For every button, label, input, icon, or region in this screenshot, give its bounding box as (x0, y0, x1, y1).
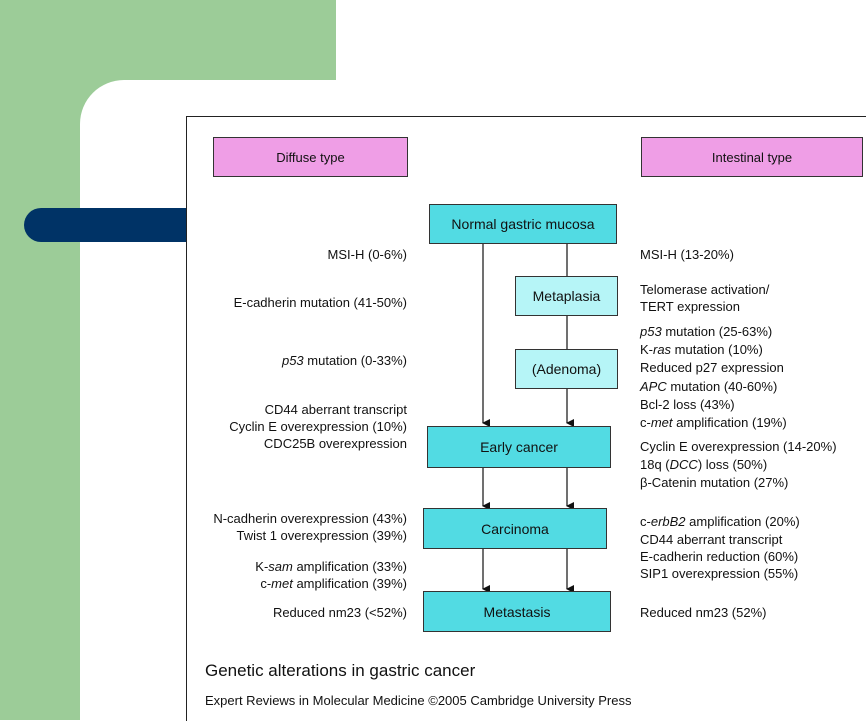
normal-gastric-mucosa-box: Normal gastric mucosa (429, 204, 617, 244)
diffuse-type-header: Diffuse type (213, 137, 408, 177)
right-k-ras: K-ras mutation (10%) (640, 342, 763, 357)
right-sip1: SIP1 overexpression (55%) (640, 566, 799, 581)
left-cd44: CD44 aberrant transcript (264, 402, 407, 417)
early-cancer-box: Early cancer (427, 426, 611, 468)
metaplasia-box: Metaplasia (515, 276, 618, 316)
slide-accent-bar (24, 208, 194, 242)
right-e-cadherin-reduction: E-cadherin reduction (60%) (640, 549, 799, 564)
right-beta-catenin: β-Catenin mutation (27%) (640, 475, 789, 490)
metastasis-box: Metastasis (423, 591, 611, 632)
left-c-met: c-met amplification (39%) (260, 576, 407, 591)
right-tert: TERT expression (640, 299, 740, 314)
left-cdc25b: CDC25B overexpression (263, 436, 407, 451)
right-cyclin-e: Cyclin E overexpression (14-20%) (640, 439, 837, 454)
adenoma-box: (Adenoma) (515, 349, 618, 389)
intestinal-type-header: Intestinal type (641, 137, 863, 177)
flow-arrows (482, 243, 574, 593)
right-nm23: Reduced nm23 (52%) (640, 605, 767, 620)
figure-credit: Expert Reviews in Molecular Medicine ©20… (205, 693, 632, 708)
right-bcl2: Bcl-2 loss (43%) (640, 397, 735, 412)
right-p53-mutation: p53 mutation (25-63%) (640, 324, 773, 339)
left-k-sam: K-sam amplification (33%) (255, 559, 407, 574)
carcinoma-box: Carcinoma (423, 508, 607, 549)
right-telomerase: Telomerase activation/ (640, 282, 770, 297)
right-18q-dcc: 18q (DCC) loss (50%) (640, 457, 768, 472)
left-n-cadherin: N-cadherin overexpression (43%) (213, 511, 407, 526)
left-twist1: Twist 1 overexpression (39%) (236, 528, 407, 543)
right-c-erbb2: c-erbB2 amplification (20%) (640, 514, 800, 529)
left-e-cadherin-mutation: E-cadherin mutation (41-50%) (233, 295, 407, 310)
right-cd44: CD44 aberrant transcript (640, 532, 783, 547)
right-p27: Reduced p27 expression (640, 360, 784, 375)
right-msi-h: MSI-H (13-20%) (640, 247, 734, 262)
left-p53-mutation: p53 mutation (0-33%) (281, 353, 407, 368)
right-c-met: c-met amplification (19%) (640, 415, 787, 430)
left-nm23: Reduced nm23 (<52%) (272, 605, 407, 620)
gastric-cancer-diagram: Diffuse type Intestinal type Normal gast… (186, 116, 866, 721)
figure-caption: Genetic alterations in gastric cancer (205, 661, 476, 680)
right-apc: APC mutation (40-60%) (640, 379, 778, 394)
left-msi-h: MSI-H (0-6%) (327, 247, 407, 262)
left-cyclin-e: Cyclin E overexpression (10%) (229, 419, 407, 434)
